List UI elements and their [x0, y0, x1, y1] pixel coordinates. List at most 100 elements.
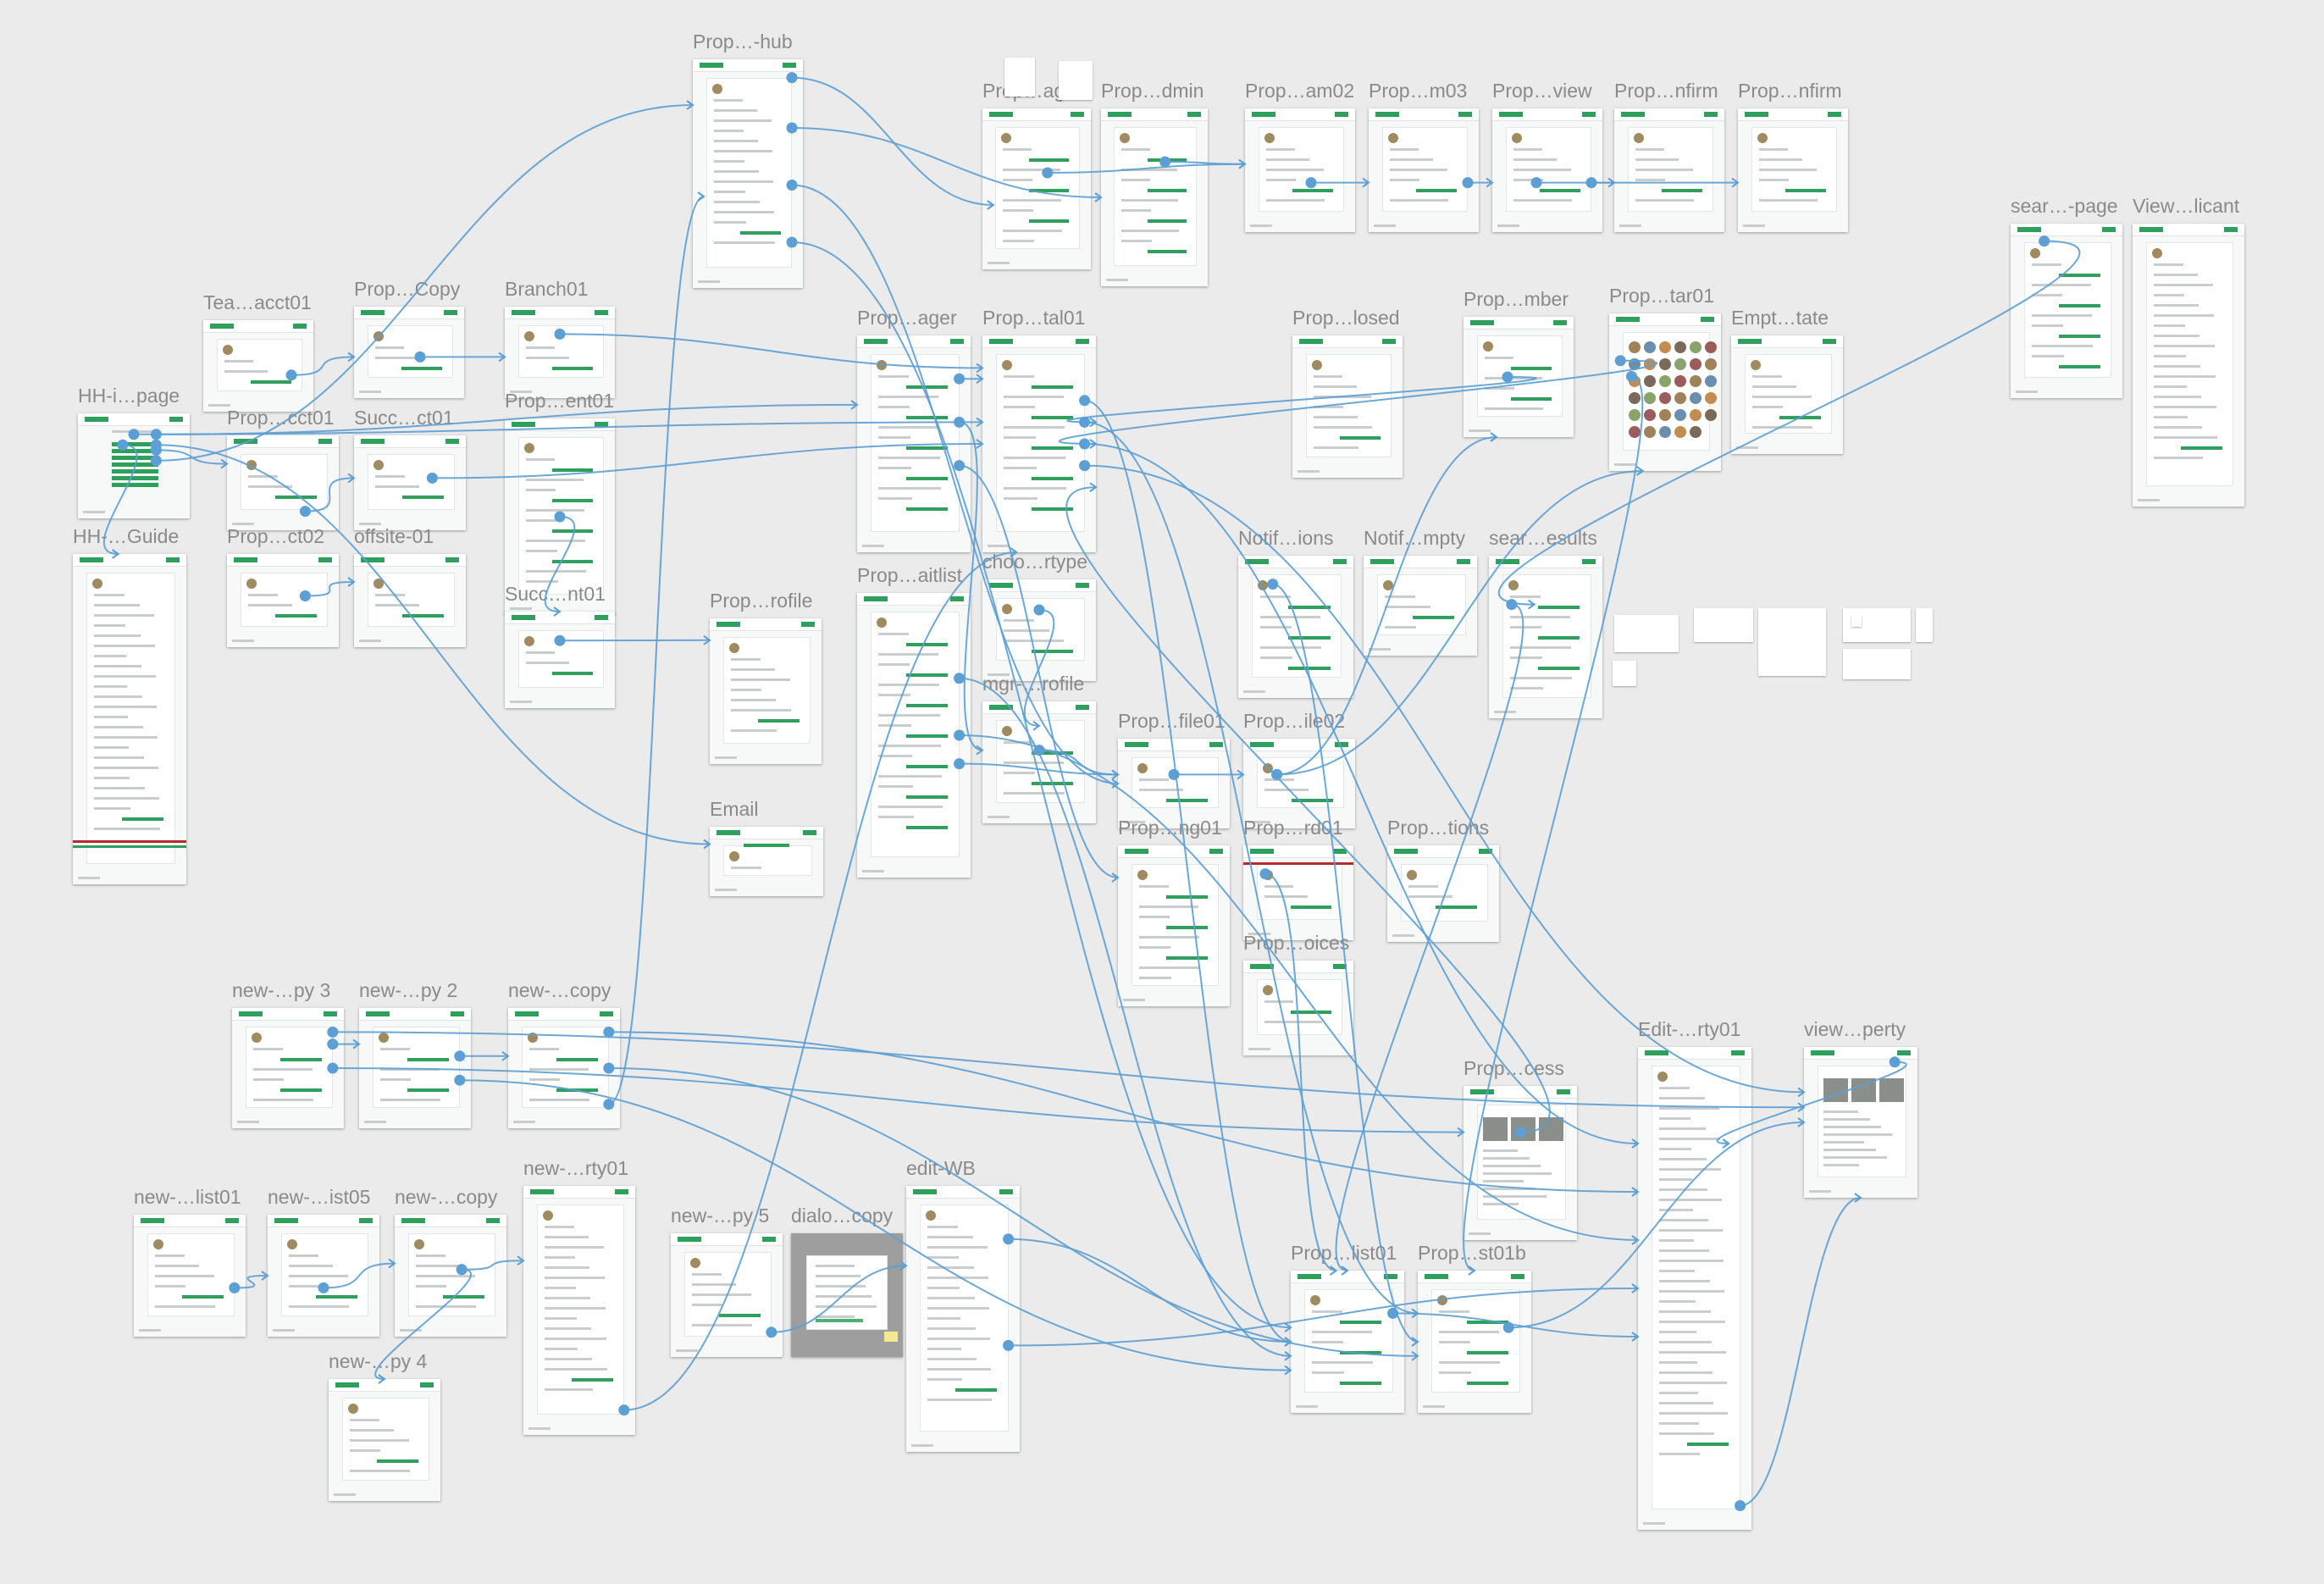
board-thumbnail[interactable] [1243, 961, 1353, 1055]
board-thumbnail[interactable] [2133, 224, 2244, 507]
board-prop-ile02[interactable]: Prop…ile02 [1243, 710, 1355, 828]
board-mgr-rofile[interactable]: mgr-…rofile [982, 673, 1096, 823]
untitled-fragment[interactable] [1694, 608, 1753, 642]
board-title[interactable]: Prop…tal01 [982, 307, 1086, 329]
board-thumbnail[interactable] [1118, 739, 1230, 828]
board-title[interactable]: Prop…nfirm [1614, 80, 1718, 102]
board-title[interactable]: Prop…tar01 [1609, 285, 1715, 307]
board-new-py-4[interactable]: new-…py 4 [329, 1350, 440, 1501]
board-thumbnail[interactable] [1489, 556, 1602, 718]
board-title[interactable]: new-…py 5 [671, 1205, 770, 1227]
board-title[interactable]: choo…rtype [982, 551, 1088, 573]
board-title[interactable]: Prop…Copy [354, 278, 461, 300]
board-title[interactable]: new-…py 4 [329, 1350, 428, 1372]
board-prop-tar01[interactable]: Prop…tar01 [1609, 285, 1721, 471]
board-thumbnail[interactable] [1243, 739, 1355, 828]
board-title[interactable]: Prop…cess [1464, 1057, 1564, 1079]
board-thumbnail[interactable] [78, 413, 190, 518]
board-title[interactable]: Empt…tate [1731, 307, 1829, 329]
board-prop-copy[interactable]: Prop…Copy [354, 278, 464, 398]
board-title[interactable]: new-…ist05 [268, 1186, 371, 1208]
board-title[interactable]: sear…-page [2011, 195, 2118, 217]
board-thumbnail[interactable] [982, 335, 1096, 552]
board-hh-i-page[interactable]: HH-i…page [78, 385, 190, 518]
board-title[interactable]: Tea…acct01 [203, 291, 312, 313]
board-thumbnail[interactable] [1245, 108, 1355, 232]
board-title[interactable]: offsite-01 [354, 525, 434, 547]
board-thumbnail[interactable] [1292, 335, 1403, 478]
board-title[interactable]: HH-i…page [78, 385, 180, 407]
board-view-licant[interactable]: View…licant [2133, 195, 2244, 507]
board-prop-st01b[interactable]: Prop…st01b [1418, 1242, 1531, 1413]
board-title[interactable]: Prop…oices [1243, 932, 1350, 954]
board-title[interactable]: Prop…am02 [1245, 80, 1355, 102]
board-thumbnail[interactable] [982, 108, 1091, 269]
board-edit-rty01[interactable]: Edit-…rty01 [1638, 1018, 1751, 1530]
board-succ-nt01[interactable]: Succ…nt01 [505, 583, 615, 708]
board-title[interactable]: Notif…mpty [1364, 527, 1466, 549]
board-new-rty01[interactable]: new-…rty01 [523, 1157, 635, 1435]
board-thumbnail[interactable] [857, 593, 971, 878]
board-title[interactable]: Prop…ct02 [227, 525, 325, 547]
board-new-py-2[interactable]: new-…py 2 [359, 979, 471, 1128]
board-title[interactable]: Prop…tions [1387, 817, 1490, 839]
board-thumbnail[interactable] [329, 1379, 440, 1501]
board-thumbnail[interactable] [505, 307, 615, 398]
board-thumbnail[interactable] [1614, 108, 1724, 232]
board-prop-rd01[interactable]: Prop…rd01 [1243, 817, 1353, 940]
board-thumbnail[interactable] [354, 554, 466, 647]
board-new-list01[interactable]: new-…list01 [134, 1186, 246, 1337]
board-title[interactable]: Prop…view [1492, 80, 1592, 102]
board-title[interactable]: new-…copy [508, 979, 611, 1001]
board-prop-view[interactable]: Prop…view [1492, 80, 1602, 232]
board-title[interactable]: Prop…ng01 [1118, 817, 1222, 839]
board-title[interactable]: Prop…ent01 [505, 390, 615, 412]
board-thumbnail[interactable] [354, 435, 466, 530]
board-title[interactable]: new-…list01 [134, 1186, 241, 1208]
board-prop-aitlist[interactable]: Prop…aitlist [857, 564, 971, 878]
board-edit-wb[interactable]: edit-WB [906, 1157, 1020, 1452]
board-thumbnail[interactable] [1243, 845, 1353, 940]
board-prop-hub[interactable]: Prop…-hub [693, 30, 803, 288]
board-title[interactable]: new-…rty01 [523, 1157, 628, 1179]
board-notif-ions[interactable]: Notif…ions [1238, 527, 1353, 698]
board-thumbnail[interactable] [1101, 108, 1208, 286]
board-title[interactable]: Succ…nt01 [505, 583, 606, 605]
board-title[interactable]: Prop…rd01 [1243, 817, 1343, 839]
board-new-ist05[interactable]: new-…ist05 [268, 1186, 379, 1337]
board-prop-ct02[interactable]: Prop…ct02 [227, 525, 339, 647]
board-title[interactable]: Prop…aitlist [857, 564, 962, 586]
board-thumbnail[interactable] [1609, 313, 1721, 471]
board-title[interactable]: View…licant [2133, 195, 2240, 217]
board-new-copy-1[interactable]: new-…copy [508, 979, 620, 1128]
board-title[interactable]: HH-…Guide [73, 525, 180, 547]
board-title[interactable]: Prop…mber [1464, 288, 1569, 310]
board-title[interactable]: view…perty [1804, 1018, 1906, 1040]
board-prop-nfirm-2[interactable]: Prop…nfirm [1738, 80, 1848, 232]
board-thumbnail[interactable] [1118, 845, 1230, 1006]
board-thumbnail[interactable] [2011, 224, 2122, 398]
board-prop-losed[interactable]: Prop…losed [1292, 307, 1403, 478]
board-branch01[interactable]: Branch01 [505, 278, 615, 398]
board-prop-ager-2[interactable]: Prop…ager [857, 307, 971, 552]
board-thumbnail[interactable] [1291, 1271, 1404, 1413]
board-title[interactable]: Prop…ager [857, 307, 957, 329]
board-thumbnail[interactable] [1418, 1271, 1531, 1413]
board-dialo-copy[interactable]: dialo…copy [791, 1205, 903, 1357]
board-succ-ct01[interactable]: Succ…ct01 [354, 407, 466, 530]
board-prop-tions[interactable]: Prop…tions [1387, 817, 1499, 942]
board-title[interactable]: Prop…ile02 [1243, 710, 1346, 732]
board-thumbnail[interactable] [134, 1215, 246, 1337]
board-thumbnail[interactable] [359, 1008, 471, 1128]
untitled-fragment[interactable] [1613, 661, 1636, 686]
board-title[interactable]: Prop…losed [1292, 307, 1400, 329]
board-prop-file01[interactable]: Prop…file01 [1118, 710, 1230, 828]
board-thumbnail[interactable] [505, 612, 615, 708]
board-email[interactable]: Email [710, 798, 823, 896]
untitled-fragment[interactable] [1614, 615, 1679, 652]
board-prop-am02[interactable]: Prop…am02 [1245, 80, 1355, 232]
board-thumbnail[interactable] [1464, 317, 1574, 437]
board-title[interactable]: Notif…ions [1238, 527, 1334, 549]
board-sear-esults[interactable]: sear…esults [1489, 527, 1602, 718]
